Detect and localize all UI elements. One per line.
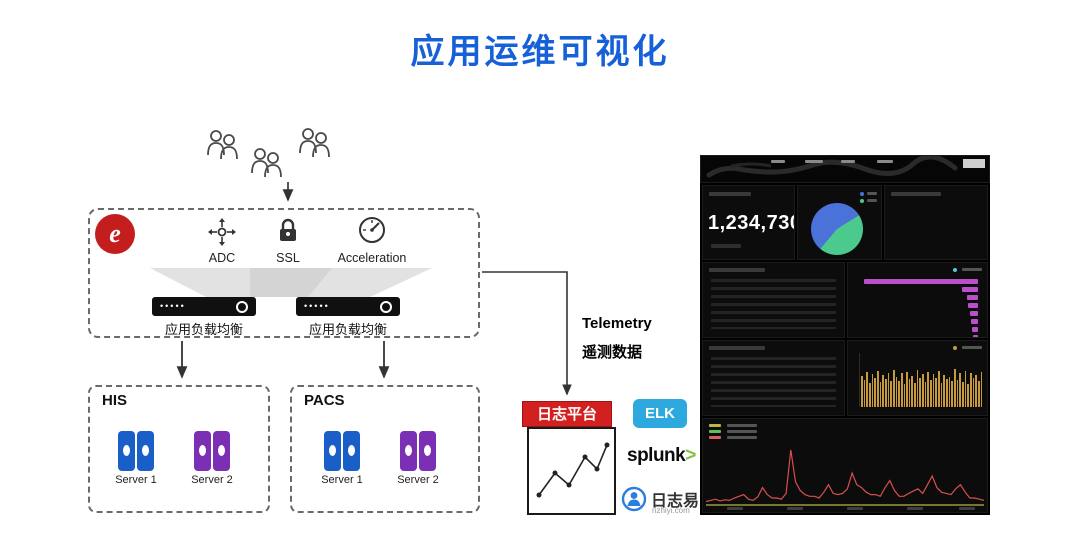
rizhiyi-domain: rizhiyi.com (652, 506, 690, 515)
load-balancer-appliance-2: ••••• (296, 297, 400, 316)
telemetry-connector (482, 271, 572, 396)
hist-legend-dot (953, 346, 957, 350)
pacs-title: PACS (304, 392, 345, 409)
empty-stat-panel (884, 185, 988, 260)
his-server2-tower (194, 431, 211, 471)
adc-label: ADC (208, 251, 236, 265)
log-list-panel-1 (702, 262, 845, 338)
adc-icon (208, 218, 236, 246)
appliance-leds: ••••• (160, 301, 186, 311)
his-title: HIS (102, 392, 128, 409)
log-list-panel-2 (702, 340, 845, 416)
acceleration-gauge-icon (359, 217, 385, 243)
array-logo-mark: e (109, 219, 121, 248)
appliance-dial-icon (380, 300, 392, 313)
load-balancer-label-2: 应用负载均衡 (308, 322, 387, 337)
hbar-chart (852, 276, 983, 337)
pacs-server1-tower (324, 431, 341, 471)
line-path (706, 449, 984, 503)
users-icon (207, 128, 330, 178)
pacs-server2-tower (419, 431, 436, 471)
bar-chart-panel (847, 262, 988, 338)
load-balancer-appliance-1: ••••• (152, 297, 256, 316)
log-platform-badge: 日志平台 (522, 401, 612, 427)
trend-line-icon (536, 442, 610, 498)
pacs-group-box (290, 385, 480, 513)
pacs-server2-tower (400, 431, 417, 471)
appliance-leds: ••••• (304, 301, 330, 311)
kpi-value: 1,234,730 (708, 212, 795, 234)
line-chart (706, 449, 984, 506)
pie-legend-dot-2 (860, 199, 864, 203)
his-server1-tower (137, 431, 154, 471)
map-legend-box (963, 159, 985, 168)
adc-cluster-box (88, 208, 480, 338)
splunk-logo: splunk> (627, 445, 696, 467)
map-panel (700, 155, 990, 183)
appliance-dial-icon (236, 300, 248, 313)
elk-badge: ELK (633, 399, 687, 428)
his-server2-label: Server 2 (191, 474, 233, 486)
pacs-server1-tower (343, 431, 360, 471)
bar-legend-dot (953, 268, 957, 272)
rizhiyi-logo-icon (621, 486, 647, 512)
hist-chart (861, 357, 983, 407)
ssl-lock-icon (280, 218, 296, 241)
his-server1-tower (118, 431, 135, 471)
log-rows-graphic (711, 357, 836, 407)
rizhiyi-wordmark: 日志易 (651, 493, 700, 510)
telemetry-label-zh: 遥测数据 (582, 344, 643, 361)
page-title: 应用运维可视化 (410, 33, 670, 71)
ssl-label: SSL (276, 251, 300, 265)
pie-legend-dot-1 (860, 192, 864, 196)
monitoring-dashboard: 1,234,730 (700, 155, 990, 515)
pie-chart (811, 203, 863, 255)
log-rows-graphic (711, 279, 836, 329)
his-server1-label: Server 1 (115, 474, 157, 486)
hist-y-axis (859, 353, 860, 407)
splunk-wordmark: splunk (627, 445, 686, 466)
splunk-caret: > (685, 445, 696, 466)
array-networks-logo-icon: e (95, 214, 135, 254)
pacs-server1-label: Server 1 (321, 474, 363, 486)
his-server2-tower (213, 431, 230, 471)
acceleration-label: Acceleration (337, 251, 407, 265)
load-balancer-label-1: 应用负载均衡 (164, 322, 243, 337)
pie-panel (797, 185, 882, 260)
world-map-graphic (706, 156, 958, 178)
kpi-panel: 1,234,730 (702, 185, 795, 260)
line-chart-panel (702, 418, 988, 513)
log-chart-card (527, 427, 616, 515)
telemetry-label-en: Telemetry (582, 315, 652, 332)
beam-shape-inner (250, 268, 332, 297)
his-group-box (88, 385, 270, 513)
histogram-panel (847, 340, 988, 416)
pacs-server2-label: Server 2 (397, 474, 439, 486)
